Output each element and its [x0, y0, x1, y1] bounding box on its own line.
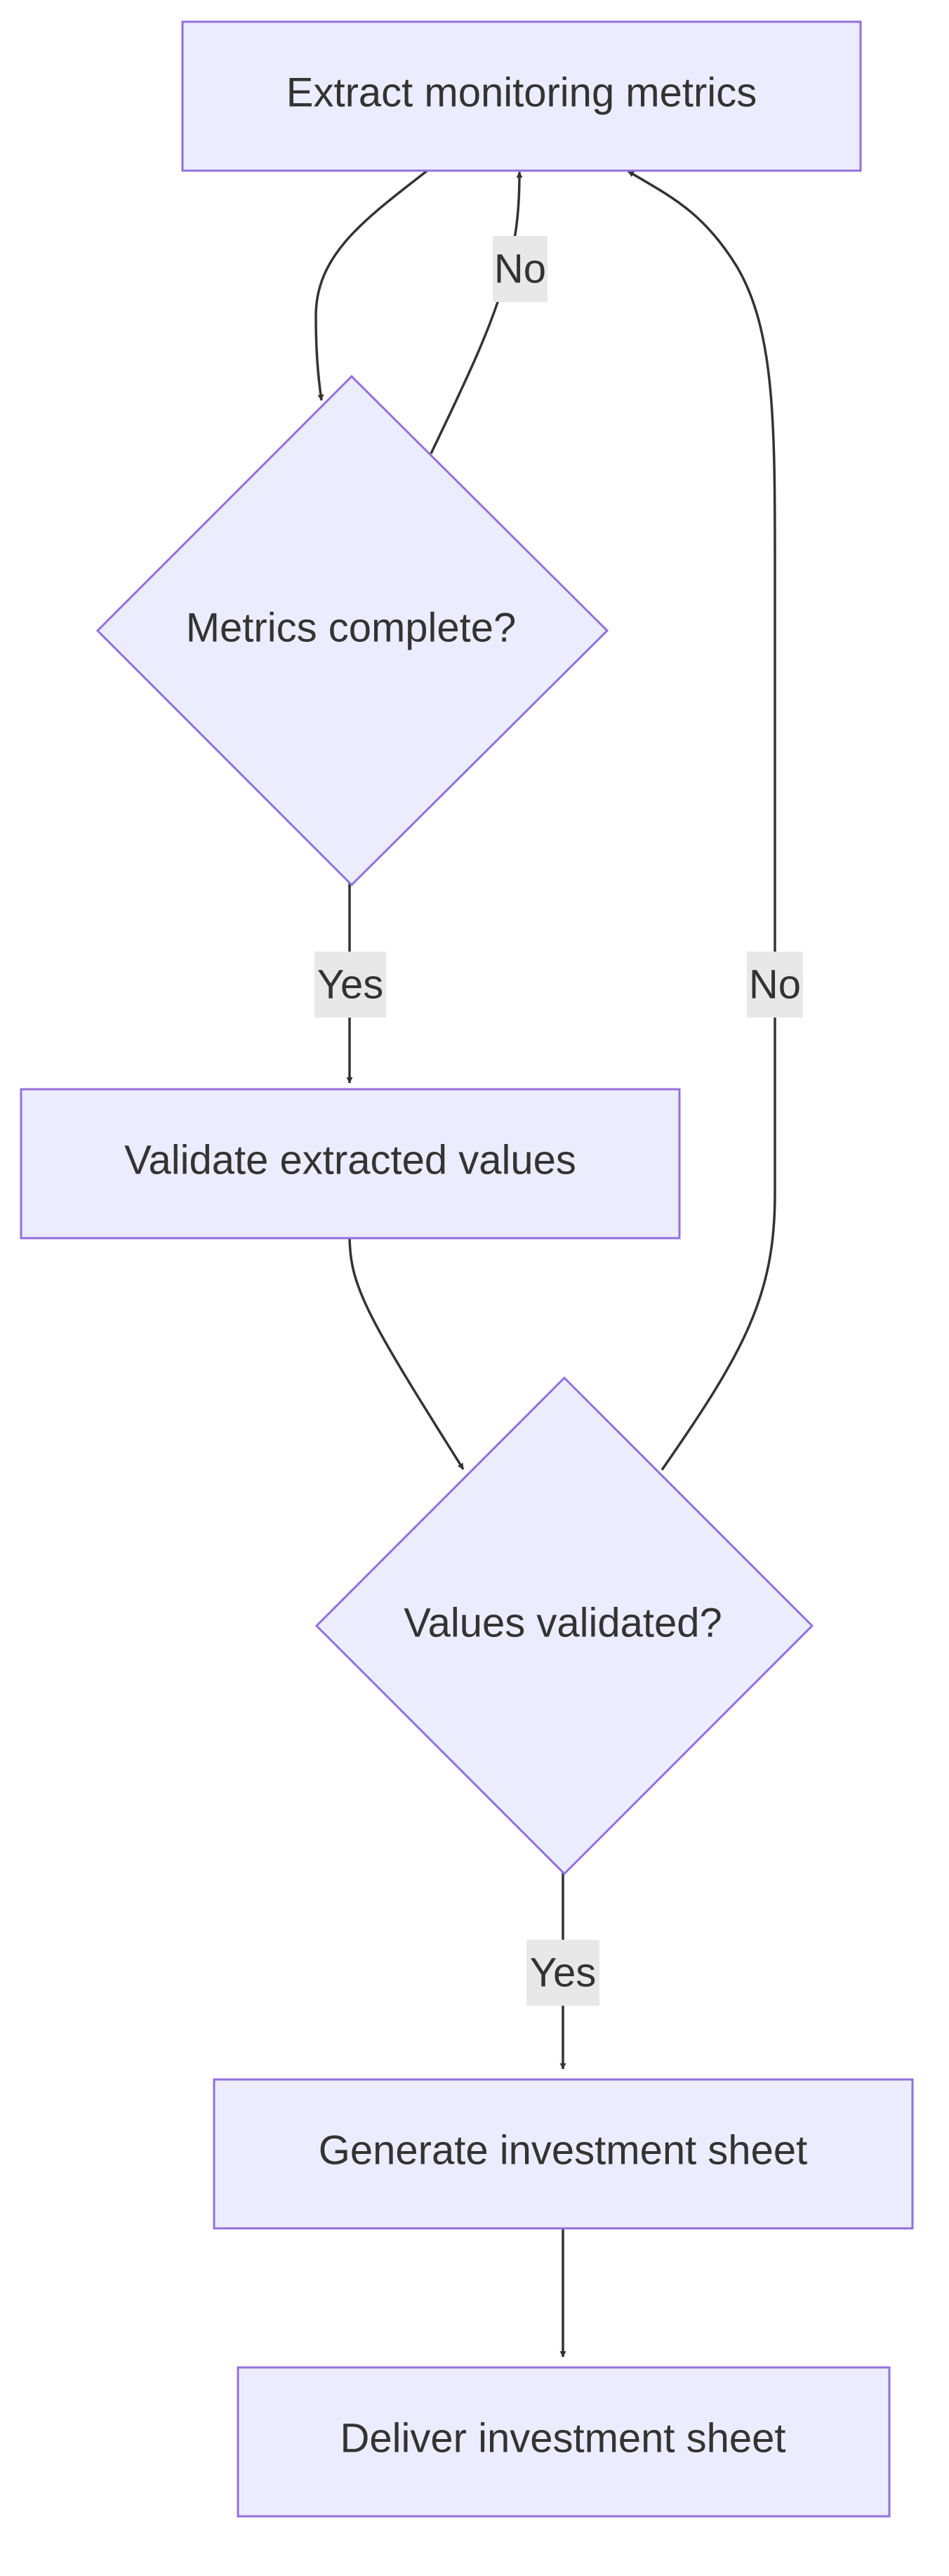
edge-label-metrics-yes: Yes [314, 952, 386, 1018]
node-generate-investment-sheet[interactable]: Generate investment sheet [213, 2078, 914, 2230]
node-values-validated-decision[interactable]: Values validated? [314, 1376, 814, 1876]
node-deliver-investment-sheet[interactable]: Deliver investment sheet [237, 2366, 891, 2518]
edge-label-values-yes: Yes [526, 1940, 599, 2006]
nodes: Extract monitoring metrics Metrics compl… [20, 20, 914, 2518]
node-metrics-complete-decision[interactable]: Metrics complete? [95, 374, 609, 887]
node-label: Generate investment sheet [319, 2128, 807, 2174]
edge-label-text: Yes [530, 1950, 597, 1996]
node-validate-extracted-values[interactable]: Validate extracted values [20, 1088, 681, 1240]
edge-metrics-no [430, 171, 523, 454]
node-extract-monitoring-metrics[interactable]: Extract monitoring metrics [181, 20, 862, 172]
edge-label-text: No [749, 962, 801, 1008]
edge-label-values-no: No [747, 952, 803, 1018]
edge-label-text: No [494, 247, 546, 292]
edge-labels: No Yes No Yes [314, 236, 803, 2006]
node-label: Values validated? [404, 1601, 722, 1646]
edge-values-no [628, 170, 776, 1471]
node-label: Extract monitoring metrics [286, 70, 757, 116]
edge-label-text: Yes [317, 962, 384, 1008]
edge-validate-to-values [348, 1234, 465, 1470]
edge-label-metrics-no: No [493, 236, 548, 302]
node-label: Validate extracted values [124, 1138, 576, 1183]
node-label: Deliver investment sheet [340, 2416, 785, 2462]
edge-extract-to-metrics [314, 169, 430, 401]
node-label: Metrics complete? [186, 605, 517, 651]
